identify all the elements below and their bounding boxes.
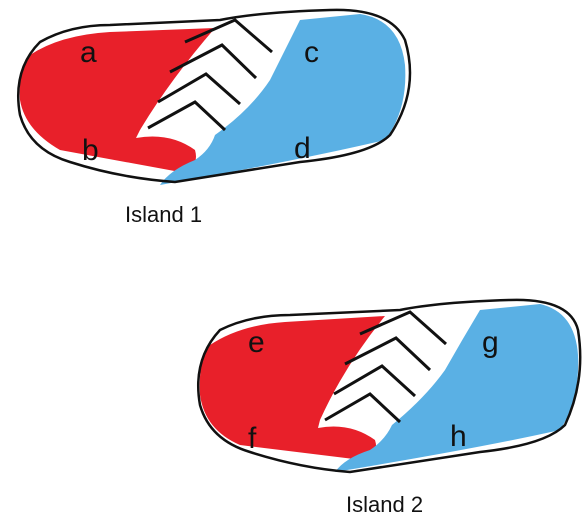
island-1-label-c: c: [304, 36, 319, 69]
island-2-outline: [196, 298, 582, 474]
island-2-mountain-icon: [324, 310, 447, 424]
island-1-label-a: a: [80, 36, 97, 69]
island-2-red-region: [199, 316, 385, 460]
island-1-title: Island 1: [125, 202, 202, 227]
island-1-red-region: [19, 28, 216, 172]
island-2: e f g h Island 2: [196, 298, 582, 517]
island-1: a b c d Island 1: [16, 8, 412, 227]
island-1-label-d: d: [294, 132, 311, 165]
island-1-label-b: b: [82, 134, 99, 167]
island-2-label-e: e: [248, 326, 265, 359]
island-2-label-f: f: [248, 422, 257, 455]
island-2-blue-region: [335, 304, 579, 472]
island-2-label-g: g: [482, 326, 499, 359]
island-2-title: Island 2: [346, 492, 423, 517]
island-1-blue-region: [160, 14, 406, 185]
island-1-outline: [16, 8, 412, 184]
island-2-label-h: h: [450, 420, 467, 453]
island-1-mountain-icon: [147, 18, 273, 132]
